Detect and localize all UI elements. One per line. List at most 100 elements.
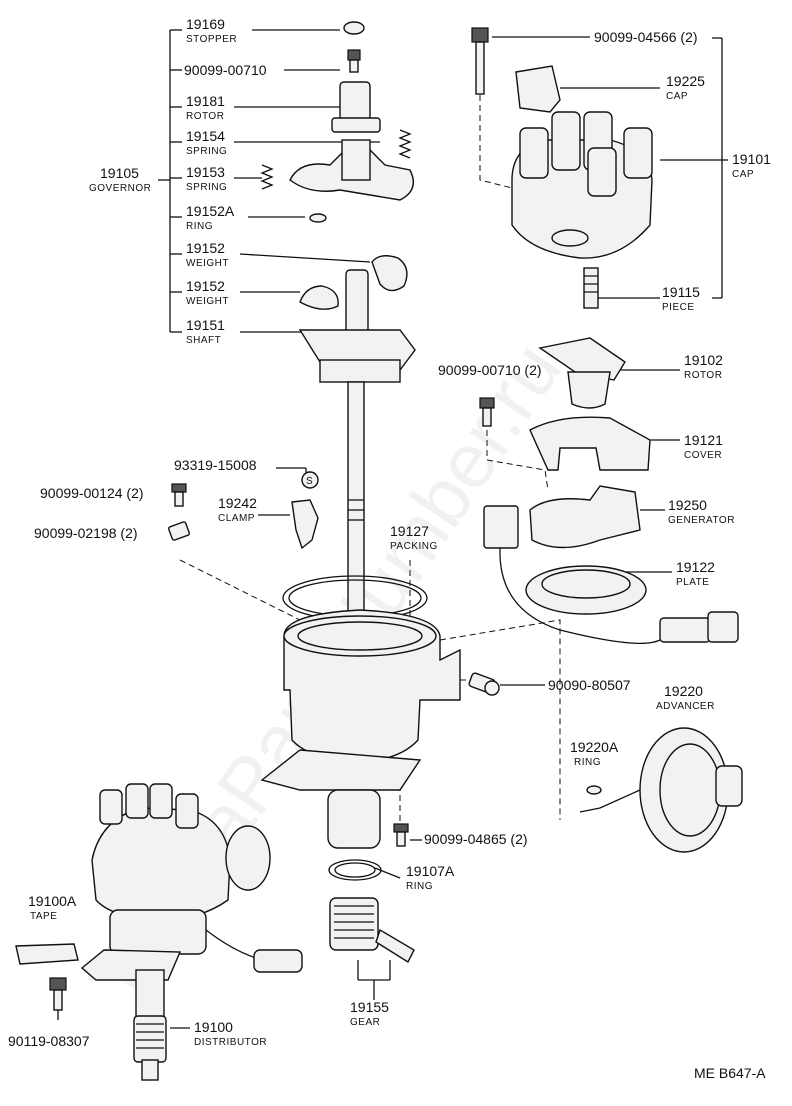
label-90099-00710-b: 90099-00710 (2) <box>438 362 542 378</box>
shaft-part <box>298 269 416 643</box>
label-19153: 19153 SPRING <box>186 164 227 193</box>
svg-text:90099-04865 (2): 90099-04865 (2) <box>424 831 528 847</box>
weight-a-part <box>371 255 408 292</box>
label-19121: 19121 COVER <box>684 432 723 461</box>
clamp-19242-part <box>291 499 319 550</box>
clip-93319-part: S <box>301 471 319 489</box>
svg-text:90099-00710: 90099-00710 <box>184 62 267 78</box>
tape-19100a-part <box>15 943 79 965</box>
svg-text:19181: 19181 <box>186 93 225 109</box>
svg-text:DISTRIBUTOR: DISTRIBUTOR <box>194 1037 267 1048</box>
svg-text:19100: 19100 <box>194 1019 233 1035</box>
label-19181: 19181 ROTOR <box>186 93 225 122</box>
label-19102: 19102 ROTOR <box>684 352 723 381</box>
label-90119: 90119-08307 <box>8 1033 90 1049</box>
spring-19154-part <box>398 129 412 159</box>
svg-text:PIECE: PIECE <box>662 302 695 313</box>
svg-text:TAPE: TAPE <box>30 911 57 922</box>
svg-text:WEIGHT: WEIGHT <box>186 258 229 269</box>
label-19100: 19100 DISTRIBUTOR <box>194 1019 267 1048</box>
svg-text:SPRING: SPRING <box>186 146 227 157</box>
svg-text:PACKING: PACKING <box>390 541 438 552</box>
label-19225: 19225 CAP <box>666 73 705 102</box>
svg-text:19121: 19121 <box>684 432 723 448</box>
gear-19155-part <box>329 897 415 964</box>
washer-90099-02198-part <box>168 521 190 541</box>
cap-19225-part <box>515 65 561 113</box>
label-19151: 19151 SHAFT <box>186 317 225 346</box>
svg-text:GENERATOR: GENERATOR <box>668 515 735 526</box>
label-90099-04566: 90099-04566 (2) <box>594 29 698 45</box>
label-90099-00124: 90099-00124 (2) <box>40 485 144 501</box>
weight-b-part <box>299 285 339 310</box>
svg-text:19122: 19122 <box>676 559 715 575</box>
svg-text:S: S <box>306 476 313 487</box>
svg-text:CAP: CAP <box>732 169 754 180</box>
screw-90099-00710b-part <box>479 397 495 427</box>
screw-90099-04865-part <box>393 823 409 847</box>
screw-part-a <box>347 49 361 73</box>
svg-text:SHAFT: SHAFT <box>186 335 221 346</box>
svg-text:CAP: CAP <box>666 91 688 102</box>
svg-text:SPRING: SPRING <box>186 182 227 193</box>
svg-text:GOVERNOR: GOVERNOR <box>89 183 151 194</box>
screw-90099-00124-part <box>171 483 187 507</box>
svg-text:19242: 19242 <box>218 495 257 511</box>
label-19101: 19101 CAP <box>732 151 771 180</box>
label-19107a: 19107A RING <box>406 863 455 892</box>
label-19122: 19122 PLATE <box>676 559 715 588</box>
label-19152-weight-a: 19152 WEIGHT <box>186 240 229 269</box>
svg-text:19152A: 19152A <box>186 203 235 219</box>
svg-text:19169: 19169 <box>186 16 225 32</box>
svg-text:19115: 19115 <box>662 284 700 300</box>
label-19127: 19127 PACKING <box>390 523 438 552</box>
generator-19250-part <box>483 485 661 644</box>
svg-text:19154: 19154 <box>186 128 225 144</box>
svg-text:90090-80507: 90090-80507 <box>548 677 631 693</box>
label-19100a: 19100A TAPE <box>28 893 77 922</box>
label-19250: 19250 GENERATOR <box>668 497 735 526</box>
svg-text:RING: RING <box>186 221 213 232</box>
label-19105: 19105 GOVERNOR <box>89 165 151 194</box>
svg-text:19152: 19152 <box>186 278 225 294</box>
svg-text:19220A: 19220A <box>570 739 619 755</box>
svg-text:19153: 19153 <box>186 164 225 180</box>
assembled-distributor-part <box>80 783 303 1081</box>
svg-text:19220: 19220 <box>664 683 703 699</box>
label-19154: 19154 SPRING <box>186 128 227 157</box>
piece-19115-part <box>583 267 599 309</box>
svg-text:90119-08307: 90119-08307 <box>8 1033 90 1049</box>
label-93319: 93319-15008 <box>174 457 257 473</box>
bolt-90099-04566-part <box>471 27 489 95</box>
svg-text:93319-15008: 93319-15008 <box>174 457 257 473</box>
label-19152a: 19152A RING <box>186 203 235 232</box>
spring-19153-part <box>260 164 274 190</box>
svg-text:19105: 19105 <box>100 165 139 181</box>
cap-bracket <box>712 37 728 299</box>
distributor-cap-19101-part <box>511 111 653 259</box>
governor-cam-plate-part <box>289 139 414 201</box>
svg-text:19155: 19155 <box>350 999 389 1015</box>
svg-text:19225: 19225 <box>666 73 705 89</box>
label-19220a: 19220A RING <box>570 739 619 768</box>
svg-text:CLAMP: CLAMP <box>218 513 255 524</box>
svg-text:19100A: 19100A <box>28 893 77 909</box>
svg-text:19107A: 19107A <box>406 863 455 879</box>
label-90099-02198: 90099-02198 (2) <box>34 525 138 541</box>
svg-text:90099-04566 (2): 90099-04566 (2) <box>594 29 698 45</box>
bolt-90090-80507-part <box>468 672 500 696</box>
svg-text:GEAR: GEAR <box>350 1017 380 1028</box>
svg-text:PLATE: PLATE <box>676 577 709 588</box>
svg-text:19101: 19101 <box>732 151 771 167</box>
svg-text:STOPPER: STOPPER <box>186 34 237 45</box>
svg-text:90099-00710 (2): 90099-00710 (2) <box>438 362 542 378</box>
svg-text:19250: 19250 <box>668 497 707 513</box>
label-90099-04865: 90099-04865 (2) <box>424 831 528 847</box>
svg-text:ROTOR: ROTOR <box>186 111 224 122</box>
label-19115: 19115 PIECE <box>662 284 700 313</box>
label-19220: 19220 ADVANCER <box>656 683 714 712</box>
svg-text:19151: 19151 <box>186 317 225 333</box>
rotor-19181-part <box>331 81 381 133</box>
svg-text:19152: 19152 <box>186 240 225 256</box>
